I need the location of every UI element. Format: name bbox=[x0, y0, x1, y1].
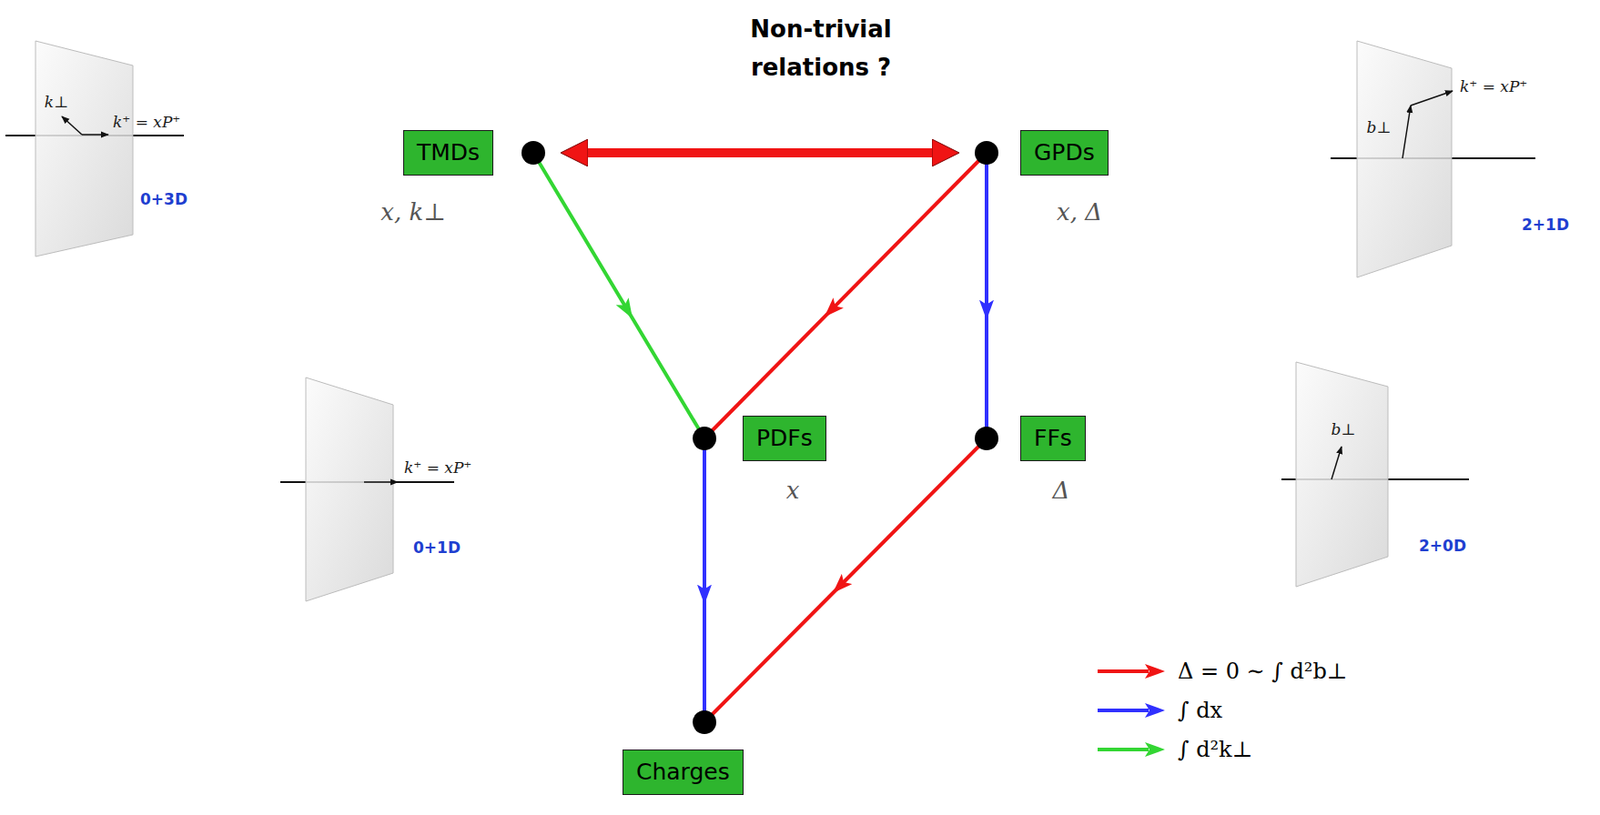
variable-label: Δ bbox=[1053, 476, 1071, 506]
graph-node: TMDs x, k⊥ bbox=[364, 127, 534, 237]
legend-row: ∫ dx bbox=[1092, 690, 1347, 730]
plane-panel bbox=[5, 40, 184, 257]
momentum-label: k⁺ = xP⁺ bbox=[404, 458, 472, 477]
variable-label: x, Δ bbox=[1056, 198, 1103, 227]
momentum-label: k⁺ = xP⁺ bbox=[112, 112, 181, 132]
plane-panel bbox=[1330, 40, 1536, 278]
legend: Δ = 0 ∼ ∫ d²b⊥ ∫ dx ∫ d²k⊥ bbox=[1092, 651, 1347, 770]
legend-sample bbox=[1092, 701, 1169, 720]
graph-node: GPDs x, Δ bbox=[986, 127, 1145, 237]
legend-text: ∫ d²k⊥ bbox=[1177, 737, 1253, 763]
dimension-label: 0+1D bbox=[413, 538, 461, 557]
vector-arrow bbox=[1331, 446, 1342, 480]
dimension-label: 2+1D bbox=[1521, 215, 1570, 234]
node-label: PDFs bbox=[742, 415, 827, 462]
reduction-arrow bbox=[704, 152, 987, 439]
vector-label: k⊥ bbox=[44, 92, 69, 112]
node-dot bbox=[974, 426, 999, 451]
variable-label: x, k⊥ bbox=[380, 198, 446, 227]
legend-text: ∫ dx bbox=[1177, 698, 1223, 724]
legend-sample bbox=[1092, 740, 1169, 760]
node-label: Charges bbox=[622, 749, 744, 796]
graph-node: FFsΔ bbox=[986, 413, 1124, 514]
plane-panel bbox=[280, 377, 455, 602]
transverse-plane bbox=[1296, 362, 1388, 588]
dimension-label: 0+3D bbox=[140, 190, 188, 209]
momentum-label: k⁺ = xP⁺ bbox=[1459, 77, 1528, 96]
vector-arrow bbox=[1402, 105, 1411, 159]
vector-label: b⊥ bbox=[1367, 118, 1392, 137]
node-dot bbox=[521, 141, 546, 165]
heading-note: Non-trivial relations ? bbox=[711, 10, 931, 87]
dimension-label: 2+0D bbox=[1418, 536, 1467, 556]
transverse-plane bbox=[1356, 40, 1452, 278]
relation-arrow bbox=[587, 148, 932, 158]
legend-text: Δ = 0 ∼ ∫ d²b⊥ bbox=[1177, 658, 1347, 685]
legend-sample bbox=[1092, 662, 1169, 681]
graph-node: PDFs x bbox=[704, 413, 860, 514]
transverse-plane bbox=[305, 377, 394, 602]
transverse-plane bbox=[35, 40, 133, 257]
legend-row: Δ = 0 ∼ ∫ d²b⊥ bbox=[1092, 651, 1347, 691]
node-label: TMDs bbox=[403, 130, 494, 176]
node-dot bbox=[692, 710, 717, 735]
plane-panel bbox=[1281, 362, 1469, 588]
vector-arrow bbox=[81, 133, 109, 136]
reduction-arrow bbox=[704, 438, 987, 723]
variable-label: x bbox=[786, 476, 800, 506]
node-dot bbox=[692, 426, 717, 451]
node-label: FFs bbox=[1020, 415, 1086, 462]
node-dot bbox=[974, 141, 999, 165]
graph-node: Charges bbox=[618, 722, 765, 800]
legend-row: ∫ d²k⊥ bbox=[1092, 729, 1347, 770]
vector-arrow bbox=[61, 116, 82, 135]
vector-label: b⊥ bbox=[1331, 420, 1357, 439]
vector-arrow bbox=[364, 481, 398, 484]
node-label: GPDs bbox=[1020, 130, 1109, 176]
vector-arrow bbox=[1410, 91, 1453, 106]
reduction-arrow bbox=[702, 438, 707, 723]
reduction-arrow bbox=[533, 152, 705, 439]
reduction-arrow bbox=[984, 152, 989, 439]
